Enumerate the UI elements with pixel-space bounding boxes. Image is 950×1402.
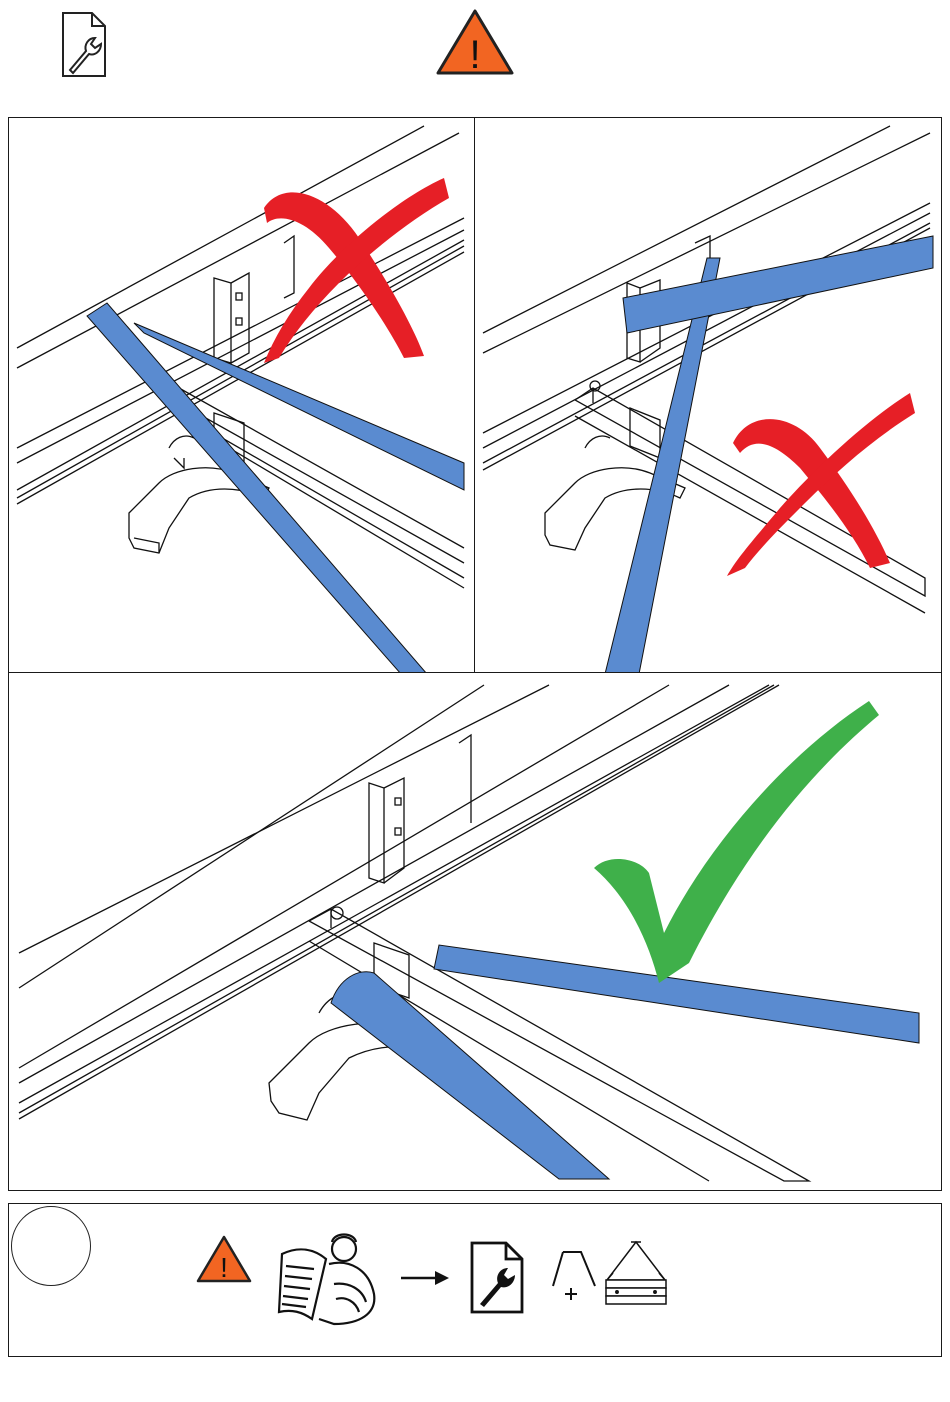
red-cross-icon	[727, 393, 915, 576]
panel-incorrect-2	[474, 117, 942, 673]
read-manual-icon	[274, 1224, 384, 1329]
rail-illustration	[9, 673, 942, 1191]
clamp-tool-icon	[603, 1238, 669, 1310]
step-number-circle	[11, 1206, 91, 1286]
warning-mark: !	[220, 1252, 228, 1283]
rail-illustration	[475, 118, 942, 673]
rail-illustration	[9, 118, 476, 673]
warning-triangle-icon: !	[435, 8, 515, 76]
service-manual-icon	[58, 10, 110, 80]
service-manual-icon	[468, 1240, 526, 1315]
panel-correct	[8, 672, 942, 1191]
warning-triangle-icon: !	[195, 1234, 253, 1284]
footer-instruction-panel: !	[8, 1203, 942, 1357]
arrow-right-icon	[399, 1270, 451, 1286]
lifting-tool-icon	[549, 1248, 599, 1304]
green-check-icon	[594, 701, 879, 983]
blue-strap	[331, 972, 609, 1179]
blue-strap	[87, 303, 427, 673]
blue-strap	[623, 236, 933, 333]
warning-mark: !	[469, 33, 480, 76]
panel-incorrect-1	[8, 117, 476, 673]
